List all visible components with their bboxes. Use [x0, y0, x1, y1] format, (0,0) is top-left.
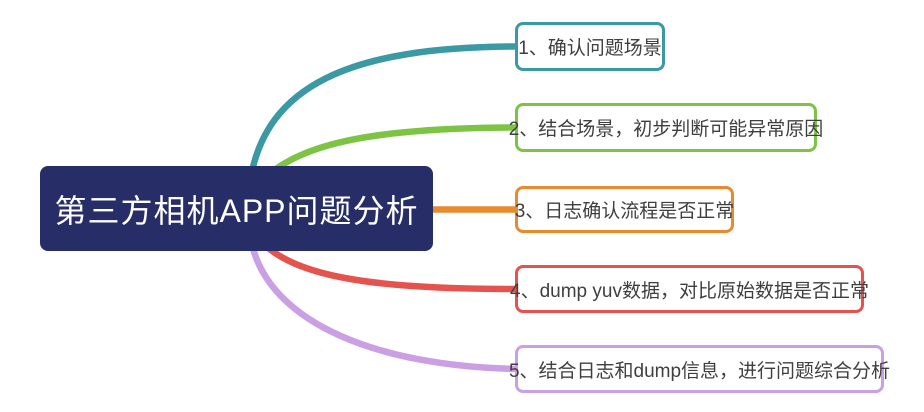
- branch-node-5-label: 5、结合日志和dump信息，进行问题综合分析: [508, 360, 891, 382]
- root-node-label: 第三方相机APP问题分析: [54, 192, 419, 229]
- branch-node-2-label: 2、结合场景，初步判断可能异常原因: [508, 119, 824, 140]
- branch-node-3[interactable]: 3、日志确认流程是否正常: [515, 186, 734, 233]
- branch-node-2[interactable]: 2、结合场景，初步判断可能异常原因: [509, 103, 823, 152]
- branch-node-5[interactable]: 5、结合日志和dump信息，进行问题综合分析: [509, 345, 890, 393]
- connector-branch-2: [269, 124, 517, 175]
- connector-branch-1: [246, 43, 517, 183]
- branch-node-1-label: 1、确认问题场景: [518, 38, 662, 59]
- connector-branch-4: [262, 242, 517, 293]
- branch-node-1[interactable]: 1、确认问题场景: [515, 22, 665, 71]
- branch-node-4[interactable]: 4、dump yuv数据，对比原始数据是否正常: [510, 265, 869, 313]
- connector-branch-5: [248, 244, 517, 373]
- branch-node-3-label: 3、日志确认流程是否正常: [514, 201, 735, 222]
- root-node[interactable]: 第三方相机APP问题分析: [40, 166, 433, 251]
- branch-node-4-label: 4、dump yuv数据，对比原始数据是否正常: [510, 280, 869, 302]
